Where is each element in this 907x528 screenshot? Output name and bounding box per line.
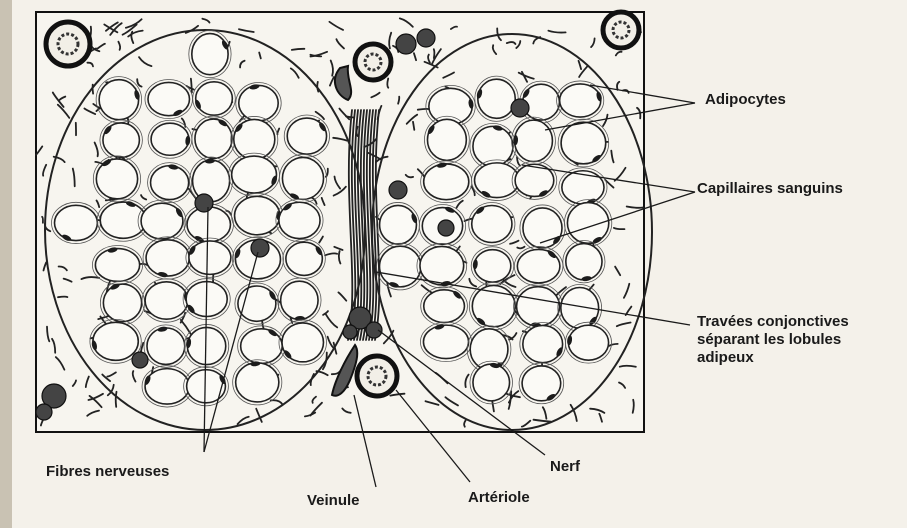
adipocyte bbox=[276, 199, 323, 241]
label-travees-line3: adipeux bbox=[697, 349, 849, 367]
adipocyte bbox=[475, 76, 518, 121]
adipocyte bbox=[563, 241, 605, 283]
adipocyte bbox=[193, 79, 236, 118]
adipocyte bbox=[519, 363, 564, 404]
adipocyte bbox=[186, 238, 234, 277]
connective-fibre bbox=[116, 392, 117, 407]
label-arteriole: Artériole bbox=[468, 489, 530, 507]
adipocyte bbox=[138, 200, 186, 242]
adipocyte bbox=[421, 287, 468, 326]
corner-vessel-top-left bbox=[46, 22, 90, 66]
adipocyte bbox=[148, 120, 192, 158]
connective-fibre bbox=[42, 217, 43, 223]
adipocyte bbox=[279, 154, 326, 202]
capillary bbox=[511, 99, 529, 117]
connective-fibre bbox=[346, 116, 354, 117]
adipocyte bbox=[232, 193, 283, 237]
adipocyte bbox=[192, 116, 235, 161]
adipocyte bbox=[229, 153, 280, 196]
adipocyte bbox=[148, 163, 192, 203]
adipocyte bbox=[283, 239, 325, 278]
label-travees-line1: Travées conjonctives bbox=[697, 313, 849, 331]
adipocyte bbox=[233, 360, 282, 405]
connective-fibre bbox=[418, 109, 430, 110]
adipocyte bbox=[471, 247, 514, 285]
connective-fibre bbox=[387, 79, 388, 88]
adipocyte bbox=[520, 322, 566, 365]
capillary bbox=[438, 220, 454, 236]
connective-fibre bbox=[633, 400, 634, 413]
adipocyte bbox=[100, 281, 144, 325]
adipocyte bbox=[144, 325, 188, 368]
label-nerf: Nerf bbox=[550, 458, 580, 476]
capillary bbox=[132, 352, 148, 368]
label-capillaires-sanguins: Capillaires sanguins bbox=[697, 180, 843, 198]
adipocyte bbox=[469, 203, 515, 246]
connective-fibre bbox=[434, 49, 435, 58]
adipocyte bbox=[565, 322, 611, 363]
adipocyte bbox=[520, 205, 565, 251]
adipocyte bbox=[51, 202, 100, 243]
adipocyte bbox=[417, 243, 467, 287]
adipocyte bbox=[559, 168, 607, 207]
adipocyte bbox=[564, 200, 611, 247]
adipocyte bbox=[470, 361, 513, 404]
label-travees-line2: séparant les lobules bbox=[697, 331, 849, 349]
adipocyte bbox=[421, 161, 472, 203]
adipocyte bbox=[512, 117, 556, 164]
capillary bbox=[195, 194, 213, 212]
arteriole-vessel bbox=[357, 356, 397, 396]
adipocyte bbox=[278, 278, 321, 322]
adipocyte bbox=[284, 115, 329, 157]
connective-fibre bbox=[191, 79, 192, 93]
corner-vessel-top-right bbox=[603, 12, 639, 48]
adipocyte bbox=[100, 120, 142, 160]
adipocyte bbox=[514, 246, 563, 285]
adipocyte bbox=[145, 79, 192, 118]
label-fibres-nerveuses: Fibres nerveuses bbox=[46, 463, 169, 481]
adipocyte bbox=[143, 237, 192, 279]
label-adipocytes: Adipocytes bbox=[705, 91, 786, 109]
adipocyte bbox=[93, 156, 140, 202]
adipocyte bbox=[189, 31, 231, 78]
connective-fibre bbox=[620, 366, 636, 367]
adipocyte bbox=[92, 246, 142, 285]
capillary bbox=[251, 239, 269, 257]
adipocyte bbox=[96, 77, 141, 123]
label-veinule: Veinule bbox=[307, 492, 360, 510]
top-vessel bbox=[355, 44, 391, 80]
adipocyte bbox=[142, 366, 192, 407]
adipocyte bbox=[279, 320, 326, 365]
adipocyte bbox=[424, 116, 469, 163]
page-edge bbox=[0, 0, 12, 528]
connective-fibre bbox=[58, 297, 67, 298]
adipocyte bbox=[514, 284, 563, 329]
label-travees-conjonctives: Travées conjonctives séparant les lobule… bbox=[697, 313, 849, 367]
adipocyte bbox=[236, 82, 281, 123]
adipocyte bbox=[377, 202, 420, 247]
adipocyte bbox=[420, 322, 471, 361]
capillary bbox=[389, 181, 407, 199]
adipocyte bbox=[235, 283, 279, 324]
adipocyte bbox=[558, 284, 602, 331]
